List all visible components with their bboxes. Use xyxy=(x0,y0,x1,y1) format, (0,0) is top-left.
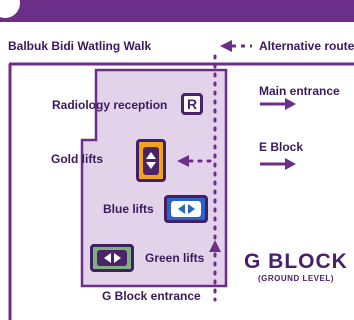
e-block-label: E Block xyxy=(259,140,304,154)
blue-lift-icon xyxy=(164,195,208,223)
left-arrow-icon xyxy=(103,253,111,263)
green-lift-icon xyxy=(90,244,134,272)
green-lifts-label: Green lifts xyxy=(145,251,205,265)
street-label: Balbuk Bidi Watling Walk xyxy=(8,39,152,53)
g-block-entrance-label: G Block entrance xyxy=(102,289,201,303)
green-lift-icon-inner xyxy=(97,250,127,266)
left-arrow-icon xyxy=(177,204,185,214)
gold-lift-icon-inner xyxy=(143,146,159,175)
e-block-arrow-icon xyxy=(285,158,296,170)
blue-lifts-label: Blue lifts xyxy=(103,202,154,216)
block-subtitle: (GROUND LEVEL) xyxy=(258,274,334,283)
entrance-up-arrow-icon xyxy=(209,240,221,252)
radiology-reception-label: Radiology reception xyxy=(52,98,168,112)
alternative-route-label: Alternative route xyxy=(259,39,354,53)
gold-lift-icon xyxy=(136,139,166,182)
down-arrow-icon xyxy=(146,162,156,169)
gold-lifts-label: Gold lifts xyxy=(51,152,103,166)
gold-lift-arrow-icon xyxy=(177,155,189,167)
blue-lift-icon-inner xyxy=(171,201,201,217)
block-title: G BLOCK xyxy=(244,250,348,273)
up-arrow-icon xyxy=(146,152,156,159)
header-band xyxy=(0,0,354,22)
alt-route-arrow-icon xyxy=(220,40,232,52)
header-badge xyxy=(0,0,20,18)
main-entrance-label: Main entrance xyxy=(259,84,340,98)
radiology-reception-icon: R xyxy=(181,93,203,115)
main-entrance-arrow-icon xyxy=(285,98,296,110)
right-arrow-icon xyxy=(187,204,195,214)
right-arrow-icon xyxy=(113,253,121,263)
